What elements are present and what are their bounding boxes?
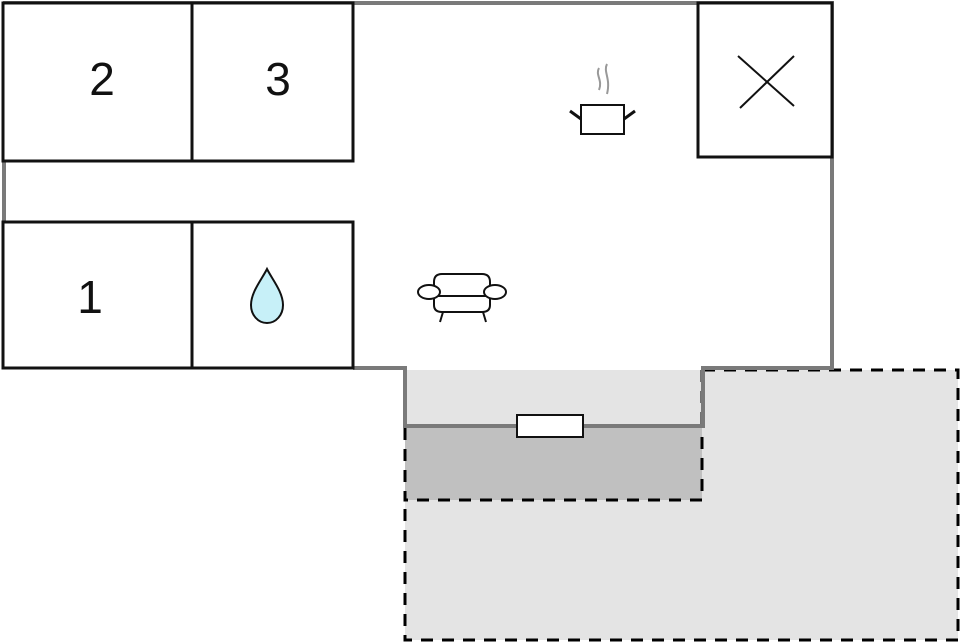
window xyxy=(516,414,584,438)
terrace xyxy=(403,368,960,642)
room-bathroom[interactable] xyxy=(190,220,355,370)
covered-terrace xyxy=(403,370,704,502)
cooking-pot-icon xyxy=(569,63,636,135)
sofa-icon xyxy=(417,273,507,323)
water-drop-icon xyxy=(249,266,285,325)
room-label-2: 2 xyxy=(89,53,115,105)
room-bedroom-3[interactable]: 3 xyxy=(190,1,355,163)
room-technical[interactable] xyxy=(696,1,834,159)
room-bedroom-1[interactable]: 1 xyxy=(1,220,194,370)
room-bedroom-2[interactable]: 2 xyxy=(1,1,194,163)
room-label-1: 1 xyxy=(77,271,103,323)
cross-icon xyxy=(737,55,795,109)
room-label-3: 3 xyxy=(265,53,291,105)
